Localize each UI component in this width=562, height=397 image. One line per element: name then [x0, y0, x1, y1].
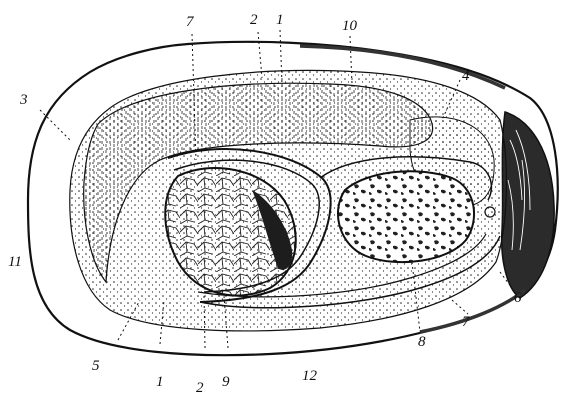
label-3: 3	[19, 92, 28, 108]
label-1-bottom: 1	[156, 374, 164, 390]
right-cotyledon	[338, 171, 474, 262]
label-7-top: 7	[186, 14, 195, 30]
label-4: 4	[462, 68, 470, 84]
label-9: 9	[222, 374, 230, 390]
label-2-bottom: 2	[196, 380, 204, 396]
label-6: 6	[514, 290, 522, 306]
label-12: 12	[302, 368, 318, 384]
label-10: 10	[342, 18, 358, 34]
label-2-top: 2	[250, 12, 258, 28]
label-8: 8	[418, 334, 426, 350]
hilum-region	[502, 112, 554, 298]
label-1-top: 1	[276, 12, 284, 28]
label-11: 11	[8, 254, 22, 270]
label-5: 5	[92, 358, 100, 374]
label-7-bottom: 7	[462, 314, 471, 330]
